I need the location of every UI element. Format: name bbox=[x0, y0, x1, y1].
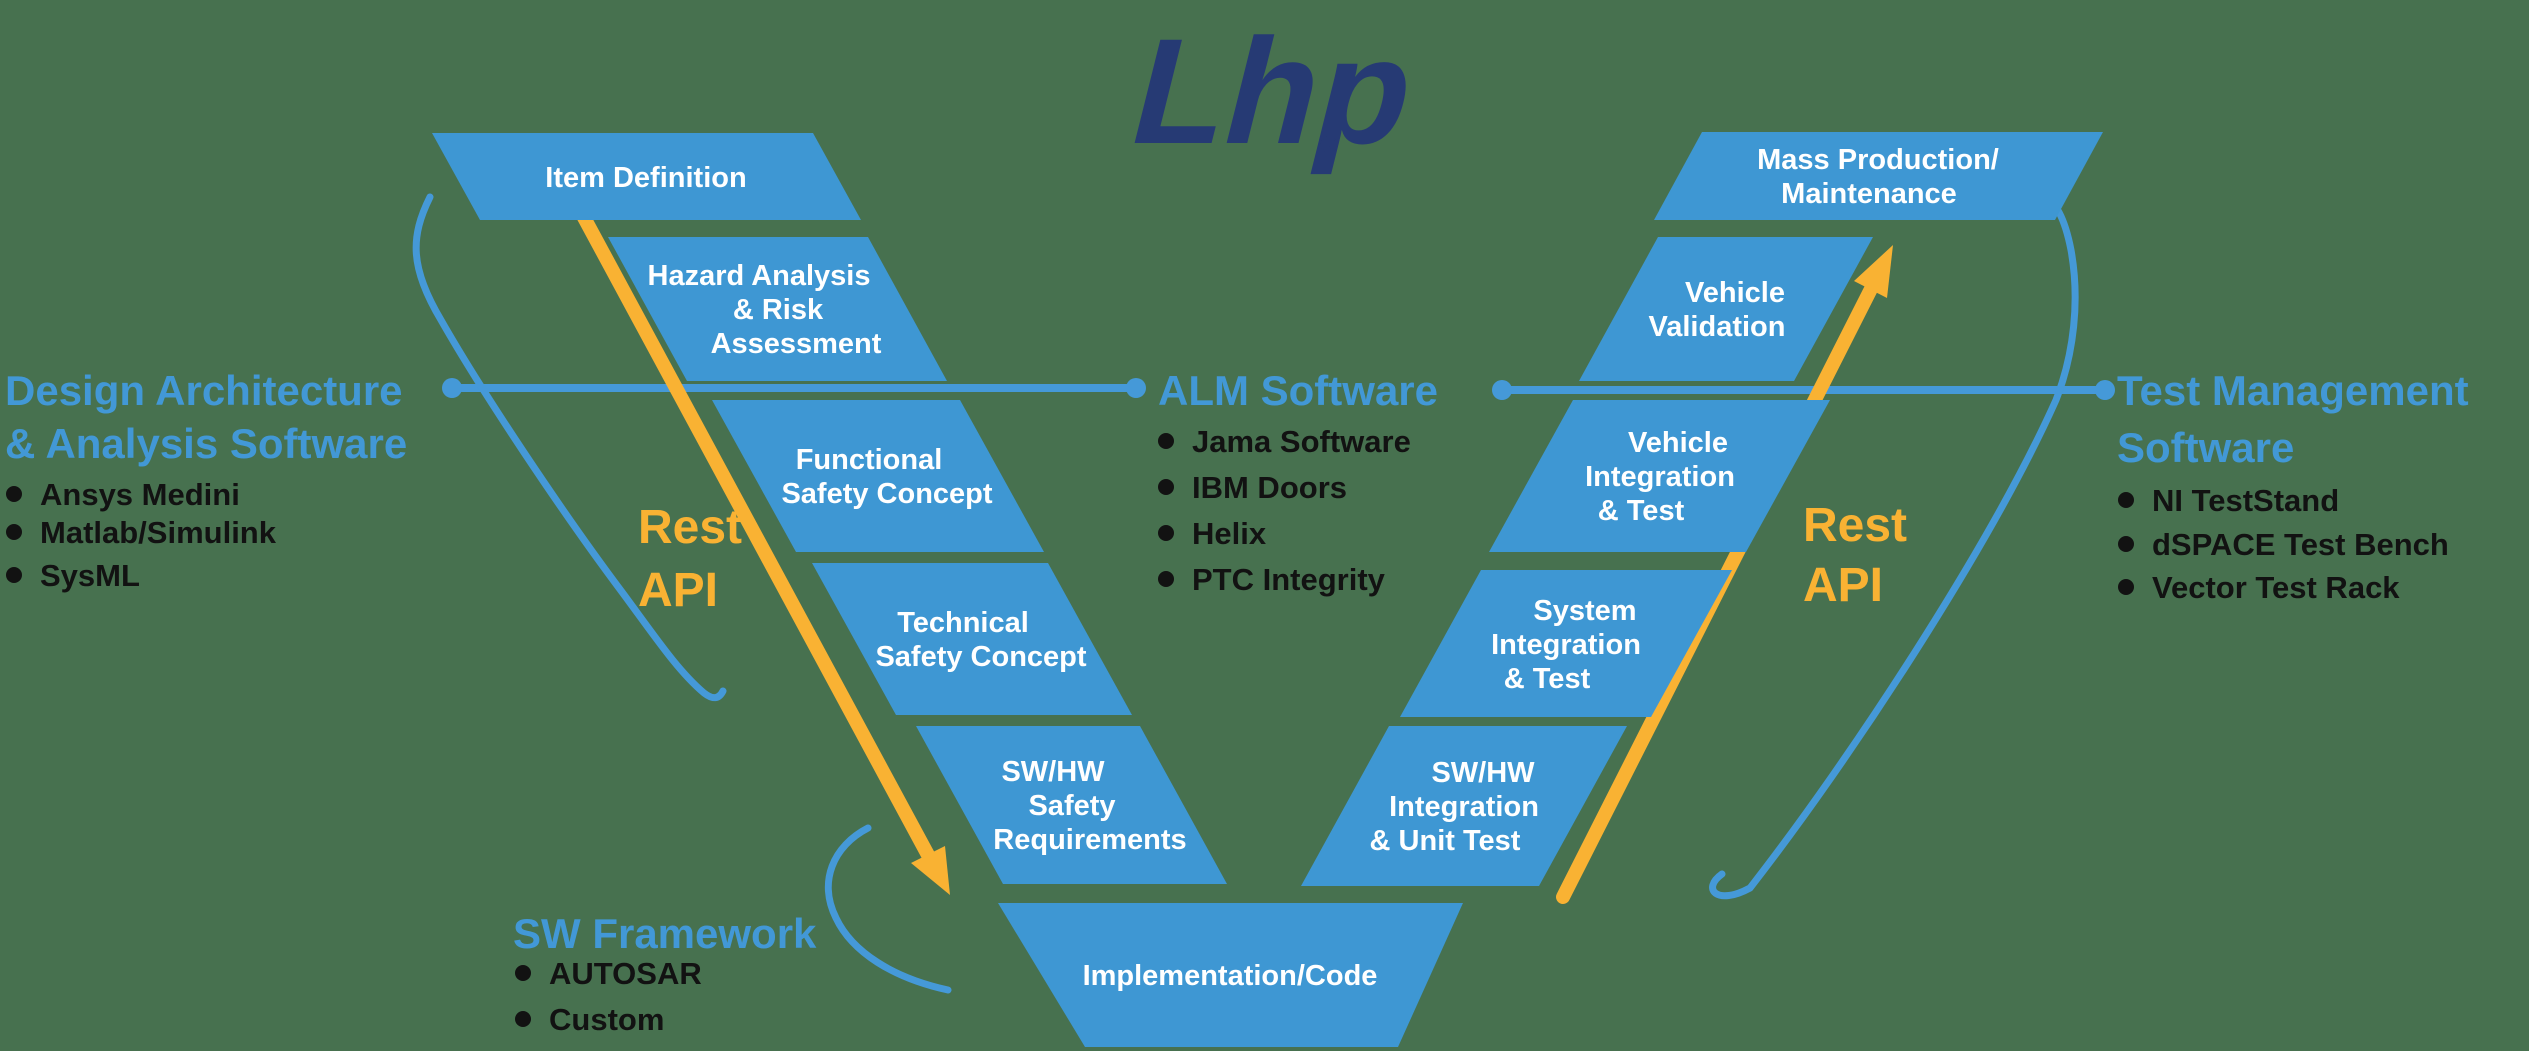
test-heading-line: Test Management bbox=[2117, 367, 2469, 414]
box-label-line: & Test bbox=[1598, 495, 1685, 527]
alm-item: PTC Integrity bbox=[1192, 562, 1386, 597]
box-label-line: System bbox=[1533, 595, 1636, 627]
box-label-line: & Unit Test bbox=[1370, 825, 1521, 857]
box-label-line: SW/HW bbox=[1001, 756, 1105, 788]
bullet-icon bbox=[515, 965, 531, 981]
design-heading-line: & Analysis Software bbox=[5, 420, 407, 467]
box-label-line: Hazard Analysis bbox=[648, 260, 871, 292]
bullet-icon bbox=[2118, 579, 2134, 595]
box-label-line: & Test bbox=[1504, 663, 1591, 695]
connector-dot bbox=[442, 378, 462, 398]
box-sw-hw-integration-unit-test: SW/HW Integration & Unit Test bbox=[1301, 726, 1627, 886]
rest-api-line: Rest bbox=[638, 501, 742, 554]
sw-framework-label: SW Framework AUTOSAR Custom bbox=[513, 910, 817, 1037]
box-sw-hw-safety-requirements: SW/HW Safety Requirements bbox=[916, 726, 1227, 884]
right-swoosh-line bbox=[1709, 188, 2079, 900]
bullet-icon bbox=[1158, 525, 1174, 541]
box-label-line: Technical bbox=[897, 607, 1029, 639]
box-implementation-code: Implementation/Code bbox=[998, 903, 1463, 1047]
box-vehicle-integration-test: Vehicle Integration & Test bbox=[1489, 400, 1830, 552]
connector-dot bbox=[2095, 380, 2115, 400]
bullet-icon bbox=[6, 567, 22, 583]
test-heading-line: Software bbox=[2117, 424, 2294, 471]
bullet-icon bbox=[2118, 492, 2134, 508]
rest-api-line: Rest bbox=[1803, 499, 1907, 552]
design-heading-line: Design Architecture bbox=[5, 367, 403, 414]
sw-framework-item: Custom bbox=[549, 1002, 664, 1037]
box-label-line: Item Definition bbox=[545, 162, 746, 194]
alm-software-label: ALM Software Jama Software IBM Doors Hel… bbox=[1158, 367, 1438, 597]
sw-framework-item: AUTOSAR bbox=[549, 956, 702, 991]
box-label-line: Vehicle bbox=[1628, 427, 1728, 459]
design-architecture-label: Design Architecture & Analysis Software … bbox=[5, 367, 407, 593]
box-system-integration-test: System Integration & Test bbox=[1400, 570, 1732, 717]
box-mass-production-maintenance: Mass Production/ Maintenance bbox=[1654, 132, 2103, 220]
alm-item: IBM Doors bbox=[1192, 470, 1347, 505]
alm-heading: ALM Software bbox=[1158, 367, 1438, 414]
bullet-icon bbox=[6, 524, 22, 540]
bullet-icon bbox=[1158, 433, 1174, 449]
left-swoosh-line bbox=[412, 193, 727, 702]
box-label-line: Implementation/Code bbox=[1083, 960, 1378, 992]
box-label-line: Functional bbox=[796, 444, 943, 476]
bullet-icon bbox=[1158, 571, 1174, 587]
bullet-icon bbox=[515, 1011, 531, 1027]
arrowhead-icon bbox=[1854, 245, 1893, 298]
box-functional-safety-concept: Functional Safety Concept bbox=[712, 400, 1044, 552]
arrowhead-icon bbox=[911, 846, 950, 895]
box-label-line: Integration bbox=[1389, 791, 1539, 823]
box-label-line: Requirements bbox=[993, 824, 1186, 856]
lhp-logo-text: Lhp bbox=[1116, 8, 1433, 175]
box-label-line: Validation bbox=[1649, 311, 1786, 343]
design-item: Ansys Medini bbox=[40, 477, 240, 512]
box-label-line: Safety Concept bbox=[781, 478, 992, 510]
registered-trademark-icon: ® bbox=[1320, 132, 1338, 159]
bullet-icon bbox=[1158, 479, 1174, 495]
box-label-line: SW/HW bbox=[1431, 757, 1535, 789]
rest-api-right-label: Rest API bbox=[1803, 499, 1907, 612]
box-item-definition: Item Definition bbox=[432, 133, 861, 220]
box-label-line: Maintenance bbox=[1781, 178, 1957, 210]
connector-dot bbox=[1126, 378, 1146, 398]
box-label-line: & Risk bbox=[733, 294, 824, 326]
alm-to-test-connector-line bbox=[1492, 380, 2115, 400]
bullet-icon bbox=[2118, 536, 2134, 552]
box-technical-safety-concept: Technical Safety Concept bbox=[812, 563, 1132, 715]
box-label-line: Mass Production/ bbox=[1757, 144, 1999, 176]
box-hazard-analysis-risk-assessment: Hazard Analysis & Risk Assessment bbox=[608, 237, 947, 381]
bullet-icon bbox=[6, 486, 22, 502]
box-label-line: Integration bbox=[1585, 461, 1735, 493]
descending-rest-api-arrow bbox=[546, 153, 950, 895]
sw-framework-bracket bbox=[824, 824, 952, 994]
box-label-line: Safety Concept bbox=[875, 641, 1086, 673]
alm-item: Jama Software bbox=[1192, 424, 1411, 459]
box-vehicle-validation: Vehicle Validation bbox=[1579, 237, 1873, 381]
rest-api-left-label: Rest API bbox=[638, 501, 742, 617]
box-label-line: Safety bbox=[1028, 790, 1115, 822]
box-label-line: Integration bbox=[1491, 629, 1641, 661]
lhp-logo: Lhp ® bbox=[1116, 8, 1433, 175]
sw-framework-heading: SW Framework bbox=[513, 910, 817, 957]
rest-api-line: API bbox=[638, 564, 718, 617]
test-management-label: Test Management Software NI TestStand dS… bbox=[2117, 367, 2469, 605]
alm-item: Helix bbox=[1192, 516, 1267, 551]
connector-dot bbox=[1492, 380, 1512, 400]
rest-api-line: API bbox=[1803, 559, 1883, 612]
test-item: NI TestStand bbox=[2152, 483, 2339, 518]
box-label-line: Vehicle bbox=[1685, 277, 1785, 309]
test-item: Vector Test Rack bbox=[2152, 570, 2400, 605]
design-item: SysML bbox=[40, 558, 140, 593]
test-item: dSPACE Test Bench bbox=[2152, 527, 2449, 562]
box-label-line: Assessment bbox=[711, 328, 882, 360]
design-to-alm-connector-line bbox=[442, 378, 1146, 398]
design-item: Matlab/Simulink bbox=[40, 515, 277, 550]
